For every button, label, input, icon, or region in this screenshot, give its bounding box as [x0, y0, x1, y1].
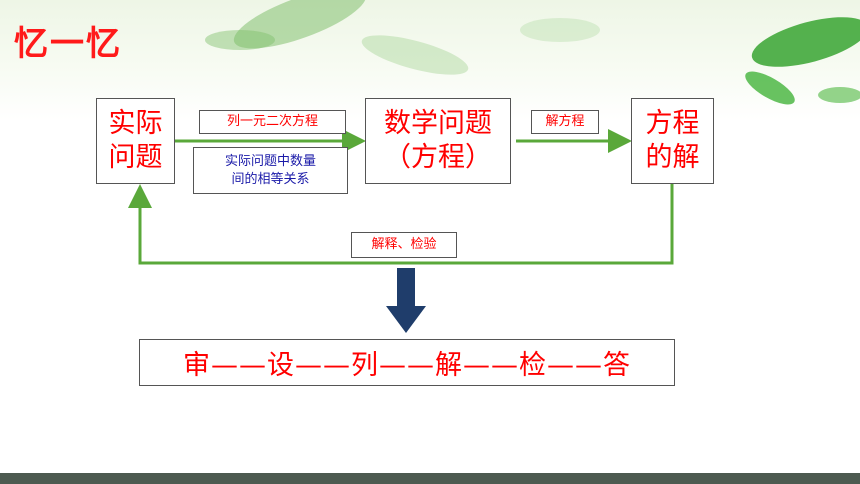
label-set-equation: 列一元二次方程	[199, 110, 346, 134]
label-equal-relation: 实际问题中数量间的相等关系	[193, 147, 348, 194]
feedback-arrow	[128, 183, 674, 265]
steps-summary: 审——设——列——解——检——答	[139, 339, 675, 386]
label-solve: 解方程	[531, 110, 599, 134]
down-arrow-icon	[386, 268, 426, 333]
node-math-problem: 数学问题（方程）	[365, 98, 511, 184]
leaves-icon	[205, 0, 860, 105]
node-real-problem: 实际问题	[96, 98, 175, 184]
page-title: 忆一忆	[14, 24, 122, 64]
footer-bar	[0, 473, 860, 484]
label-explain-check: 解释、检验	[351, 232, 457, 258]
node-solution: 方程的解	[631, 98, 714, 184]
